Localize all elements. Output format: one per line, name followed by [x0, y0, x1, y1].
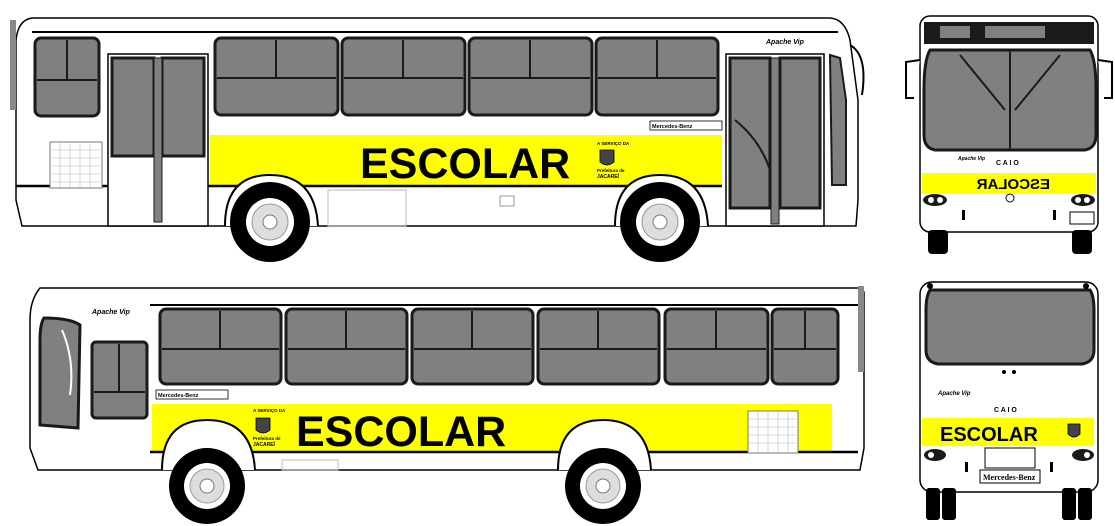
bus-side-view-right: Apache Vip Mercedes-Benz ESCOLAR A SERVI…: [10, 17, 865, 262]
svg-text:A SERVIÇO DA: A SERVIÇO DA: [253, 408, 286, 413]
rear-tire: [1078, 488, 1092, 520]
svg-text:Prefeitura de: Prefeitura de: [597, 168, 625, 173]
rear-plate: [979, 469, 1041, 484]
rear-tire: [926, 488, 940, 520]
front-tire: [1072, 230, 1092, 254]
wheel: [230, 182, 310, 262]
svg-text:Mercedes-Benz: Mercedes-Benz: [983, 473, 1036, 482]
model-badge: Apache Vip: [957, 156, 985, 162]
engine-grille: [49, 141, 103, 189]
jacarei-crest: A SERVIÇO DA Prefeitura de JACAREÍ: [597, 141, 630, 180]
wheel: [565, 448, 641, 524]
engine-grille: [747, 410, 799, 454]
rear-tire: [1062, 488, 1076, 520]
rear-tire: [942, 488, 956, 520]
front-brand: C A I O: [996, 160, 1019, 167]
destination-sign: ESCOLAR: [296, 408, 506, 456]
yellow-stripe: [922, 418, 1094, 446]
rear-brand: C A I O: [994, 407, 1017, 414]
jacarei-crest: A SERVIÇO DA Prefeitura de JACAREÍ: [253, 408, 286, 448]
svg-text:A SERVIÇO DA: A SERVIÇO DA: [597, 141, 630, 146]
wheel: [620, 182, 700, 262]
bus-rear-view: Apache Vip C A I O ESCOLAR Mercedes-Benz: [919, 281, 1099, 520]
model-badge: Apache Vip: [937, 391, 971, 397]
svg-text:JACAREÍ: JACAREÍ: [253, 440, 276, 448]
bus-side-view-left: Apache Vip Mercedes-Benz A SERVIÇO DA Pr…: [29, 286, 865, 524]
yellow-stripe: [210, 135, 722, 185]
model-badge: Apache Vip: [91, 309, 131, 316]
chassis-badge: Mercedes-Benz: [158, 393, 199, 399]
front-tire: [928, 230, 948, 254]
bus-front-view: C A I O Apache Vip ESCOLAR: [905, 15, 1113, 254]
destination-sign: ESCOLAR: [360, 140, 570, 188]
wheel: [169, 448, 245, 524]
rear-window: [924, 288, 1096, 366]
destination-sign-mirrored: ESCOLAR: [976, 176, 1050, 193]
destination-sign: ESCOLAR: [940, 424, 1038, 446]
yellow-stripe: [922, 173, 1096, 193]
windshield: [38, 316, 82, 430]
jacarei-crest: [1067, 423, 1081, 438]
svg-text:Prefeitura de: Prefeitura de: [253, 436, 281, 441]
svg-text:JACAREÍ: JACAREÍ: [597, 172, 620, 180]
model-badge: Apache Vip: [765, 39, 805, 46]
chassis-badge: Mercedes-Benz: [652, 124, 693, 130]
